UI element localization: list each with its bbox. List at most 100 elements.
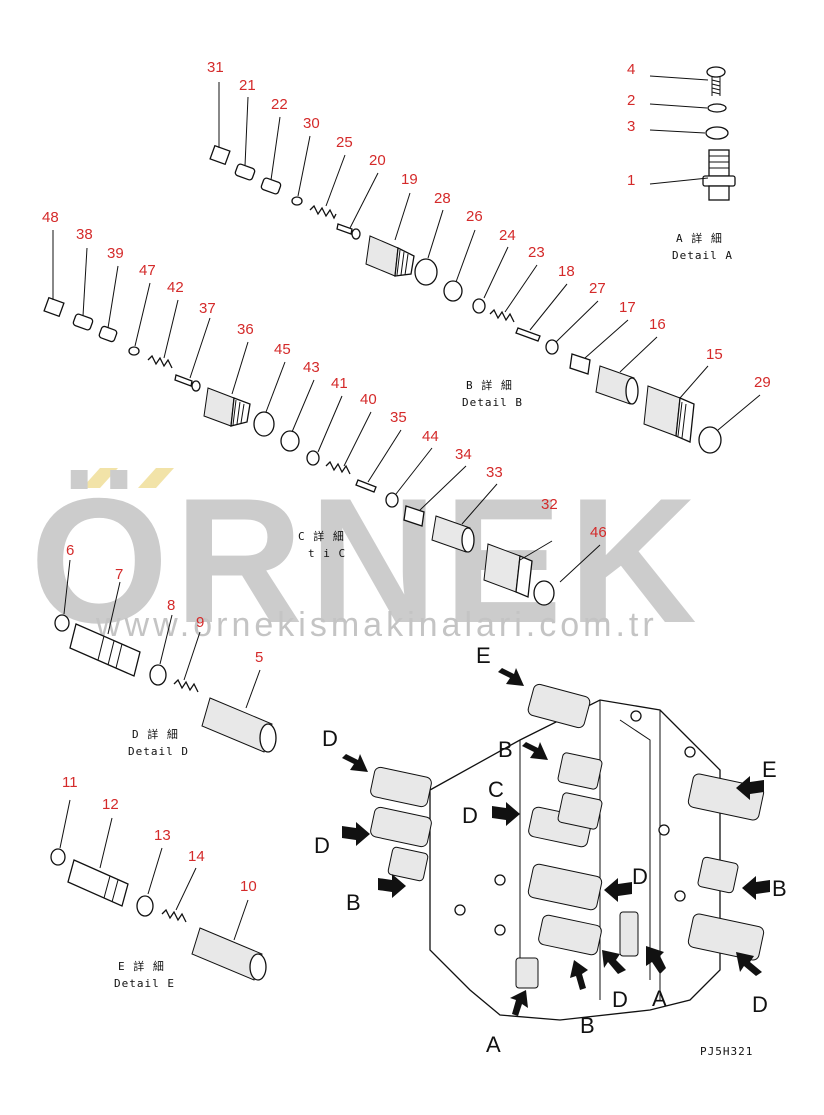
part-number-42: 42 bbox=[167, 279, 184, 296]
part-number-3: 3 bbox=[627, 118, 635, 135]
part-number-29: 29 bbox=[754, 374, 771, 391]
part-number-26: 26 bbox=[466, 208, 483, 225]
control-valve-assembly bbox=[370, 683, 765, 1021]
part-number-35: 35 bbox=[390, 409, 407, 426]
part-2-oring bbox=[707, 103, 727, 113]
part-number-2: 2 bbox=[627, 92, 635, 109]
arrow-icon bbox=[602, 950, 626, 974]
part-19-plug bbox=[365, 235, 415, 277]
part-number-13: 13 bbox=[154, 827, 171, 844]
part-number-12: 12 bbox=[102, 796, 119, 813]
part-33-sleeve bbox=[431, 515, 475, 553]
part-9-spring bbox=[173, 678, 199, 693]
part-32-cap bbox=[483, 543, 533, 598]
part-number-39: 39 bbox=[107, 245, 124, 262]
view-letter-d: D bbox=[314, 833, 330, 858]
part-number-4: 4 bbox=[627, 61, 635, 78]
detail-d-caption-en: Detail D bbox=[128, 745, 189, 758]
part-39-spacer bbox=[98, 325, 118, 343]
part-number-44: 44 bbox=[422, 428, 439, 445]
part-number-34: 34 bbox=[455, 446, 472, 463]
view-letter-e: E bbox=[762, 757, 777, 782]
part-number-25: 25 bbox=[336, 134, 353, 151]
bolt-holes bbox=[454, 710, 696, 936]
part-15-cap bbox=[643, 385, 695, 443]
part-26-ring bbox=[443, 280, 463, 302]
part-4-bolt bbox=[706, 66, 726, 96]
part-23-spring bbox=[489, 308, 515, 323]
detail-d-caption-jp: D 詳 細 bbox=[132, 727, 179, 741]
part-number-31: 31 bbox=[207, 59, 224, 76]
part-21-plug bbox=[234, 163, 256, 181]
part-number-32: 32 bbox=[541, 496, 558, 513]
arrow-icon bbox=[736, 776, 764, 800]
view-arrows bbox=[342, 668, 770, 1016]
part-number-27: 27 bbox=[589, 280, 606, 297]
part-1-fitting bbox=[702, 149, 736, 201]
arrow-icon bbox=[604, 878, 632, 902]
part-12-spool bbox=[67, 859, 129, 907]
part-13-ring bbox=[136, 895, 154, 917]
part-number-37: 37 bbox=[199, 300, 216, 317]
spool-covers bbox=[370, 683, 765, 989]
part-number-11: 11 bbox=[62, 774, 78, 791]
part-11-oring bbox=[50, 848, 66, 866]
view-letter-e: E bbox=[476, 643, 491, 668]
part-number-36: 36 bbox=[237, 321, 254, 338]
arrow-icon bbox=[736, 952, 762, 976]
part-number-21: 21 bbox=[239, 77, 256, 94]
view-letter-b: B bbox=[346, 890, 361, 915]
detail-a-group: 4 2 3 1 A 詳 細 Detail A bbox=[627, 61, 736, 262]
view-letter-a: A bbox=[652, 986, 667, 1011]
part-number-1: 1 bbox=[627, 172, 635, 189]
part-6-oring bbox=[54, 614, 70, 632]
detail-c-caption-jp: C 詳 細 bbox=[298, 529, 345, 543]
part-27-ring bbox=[545, 339, 559, 355]
part-number-22: 22 bbox=[271, 96, 288, 113]
part-number-16: 16 bbox=[649, 316, 666, 333]
part-10-cover bbox=[191, 927, 267, 981]
part-number-46: 46 bbox=[590, 524, 607, 541]
part-37-poppet bbox=[174, 374, 201, 392]
part-22-spacer bbox=[260, 177, 282, 195]
detail-a-caption-jp: A 詳 細 bbox=[676, 231, 723, 245]
arrow-icon bbox=[492, 802, 520, 826]
arrow-icon bbox=[378, 874, 406, 898]
arrow-icon bbox=[510, 990, 528, 1016]
detail-e-group: 11 12 13 14 10 E 詳 細 Detail E bbox=[50, 774, 267, 990]
part-number-18: 18 bbox=[558, 263, 575, 280]
watermark-accent-right bbox=[138, 468, 174, 488]
part-48-nut bbox=[43, 296, 65, 318]
detail-e-caption-en: Detail E bbox=[114, 977, 175, 990]
part-16-sleeve bbox=[595, 365, 639, 405]
arrow-icon bbox=[522, 742, 548, 760]
part-number-33: 33 bbox=[486, 464, 503, 481]
detail-b-caption-jp: B 詳 細 bbox=[466, 378, 513, 392]
part-number-48: 48 bbox=[42, 209, 59, 226]
part-41-washer bbox=[306, 450, 320, 466]
part-number-38: 38 bbox=[76, 226, 93, 243]
arrow-icon bbox=[342, 822, 370, 846]
detail-b-group: 31 21 22 30 25 20 19 28 26 24 23 18 27 1… bbox=[207, 59, 771, 454]
part-number-19: 19 bbox=[401, 171, 418, 188]
part-28-oring bbox=[414, 258, 438, 286]
view-letter-b: B bbox=[580, 1013, 595, 1038]
arrow-icon bbox=[646, 946, 666, 974]
part-3-ring bbox=[705, 126, 729, 140]
detail-e-caption-jp: E 詳 細 bbox=[118, 959, 165, 973]
part-7-spool bbox=[69, 623, 141, 677]
part-number-40: 40 bbox=[360, 391, 377, 408]
view-letter-b: B bbox=[772, 876, 787, 901]
watermark: ÖRNEK www.ornekismakinalari.com.tr bbox=[30, 461, 697, 660]
part-38-plug bbox=[72, 313, 94, 331]
part-number-28: 28 bbox=[434, 190, 451, 207]
view-letter-c: C bbox=[488, 777, 504, 802]
part-18-pin bbox=[515, 327, 541, 342]
part-number-41: 41 bbox=[331, 375, 348, 392]
view-letter-d: D bbox=[612, 987, 628, 1012]
detail-b-caption-en: Detail B bbox=[462, 396, 523, 409]
part-34-seat bbox=[403, 505, 425, 527]
part-17-seat bbox=[569, 353, 591, 375]
part-40-spring bbox=[325, 460, 351, 475]
